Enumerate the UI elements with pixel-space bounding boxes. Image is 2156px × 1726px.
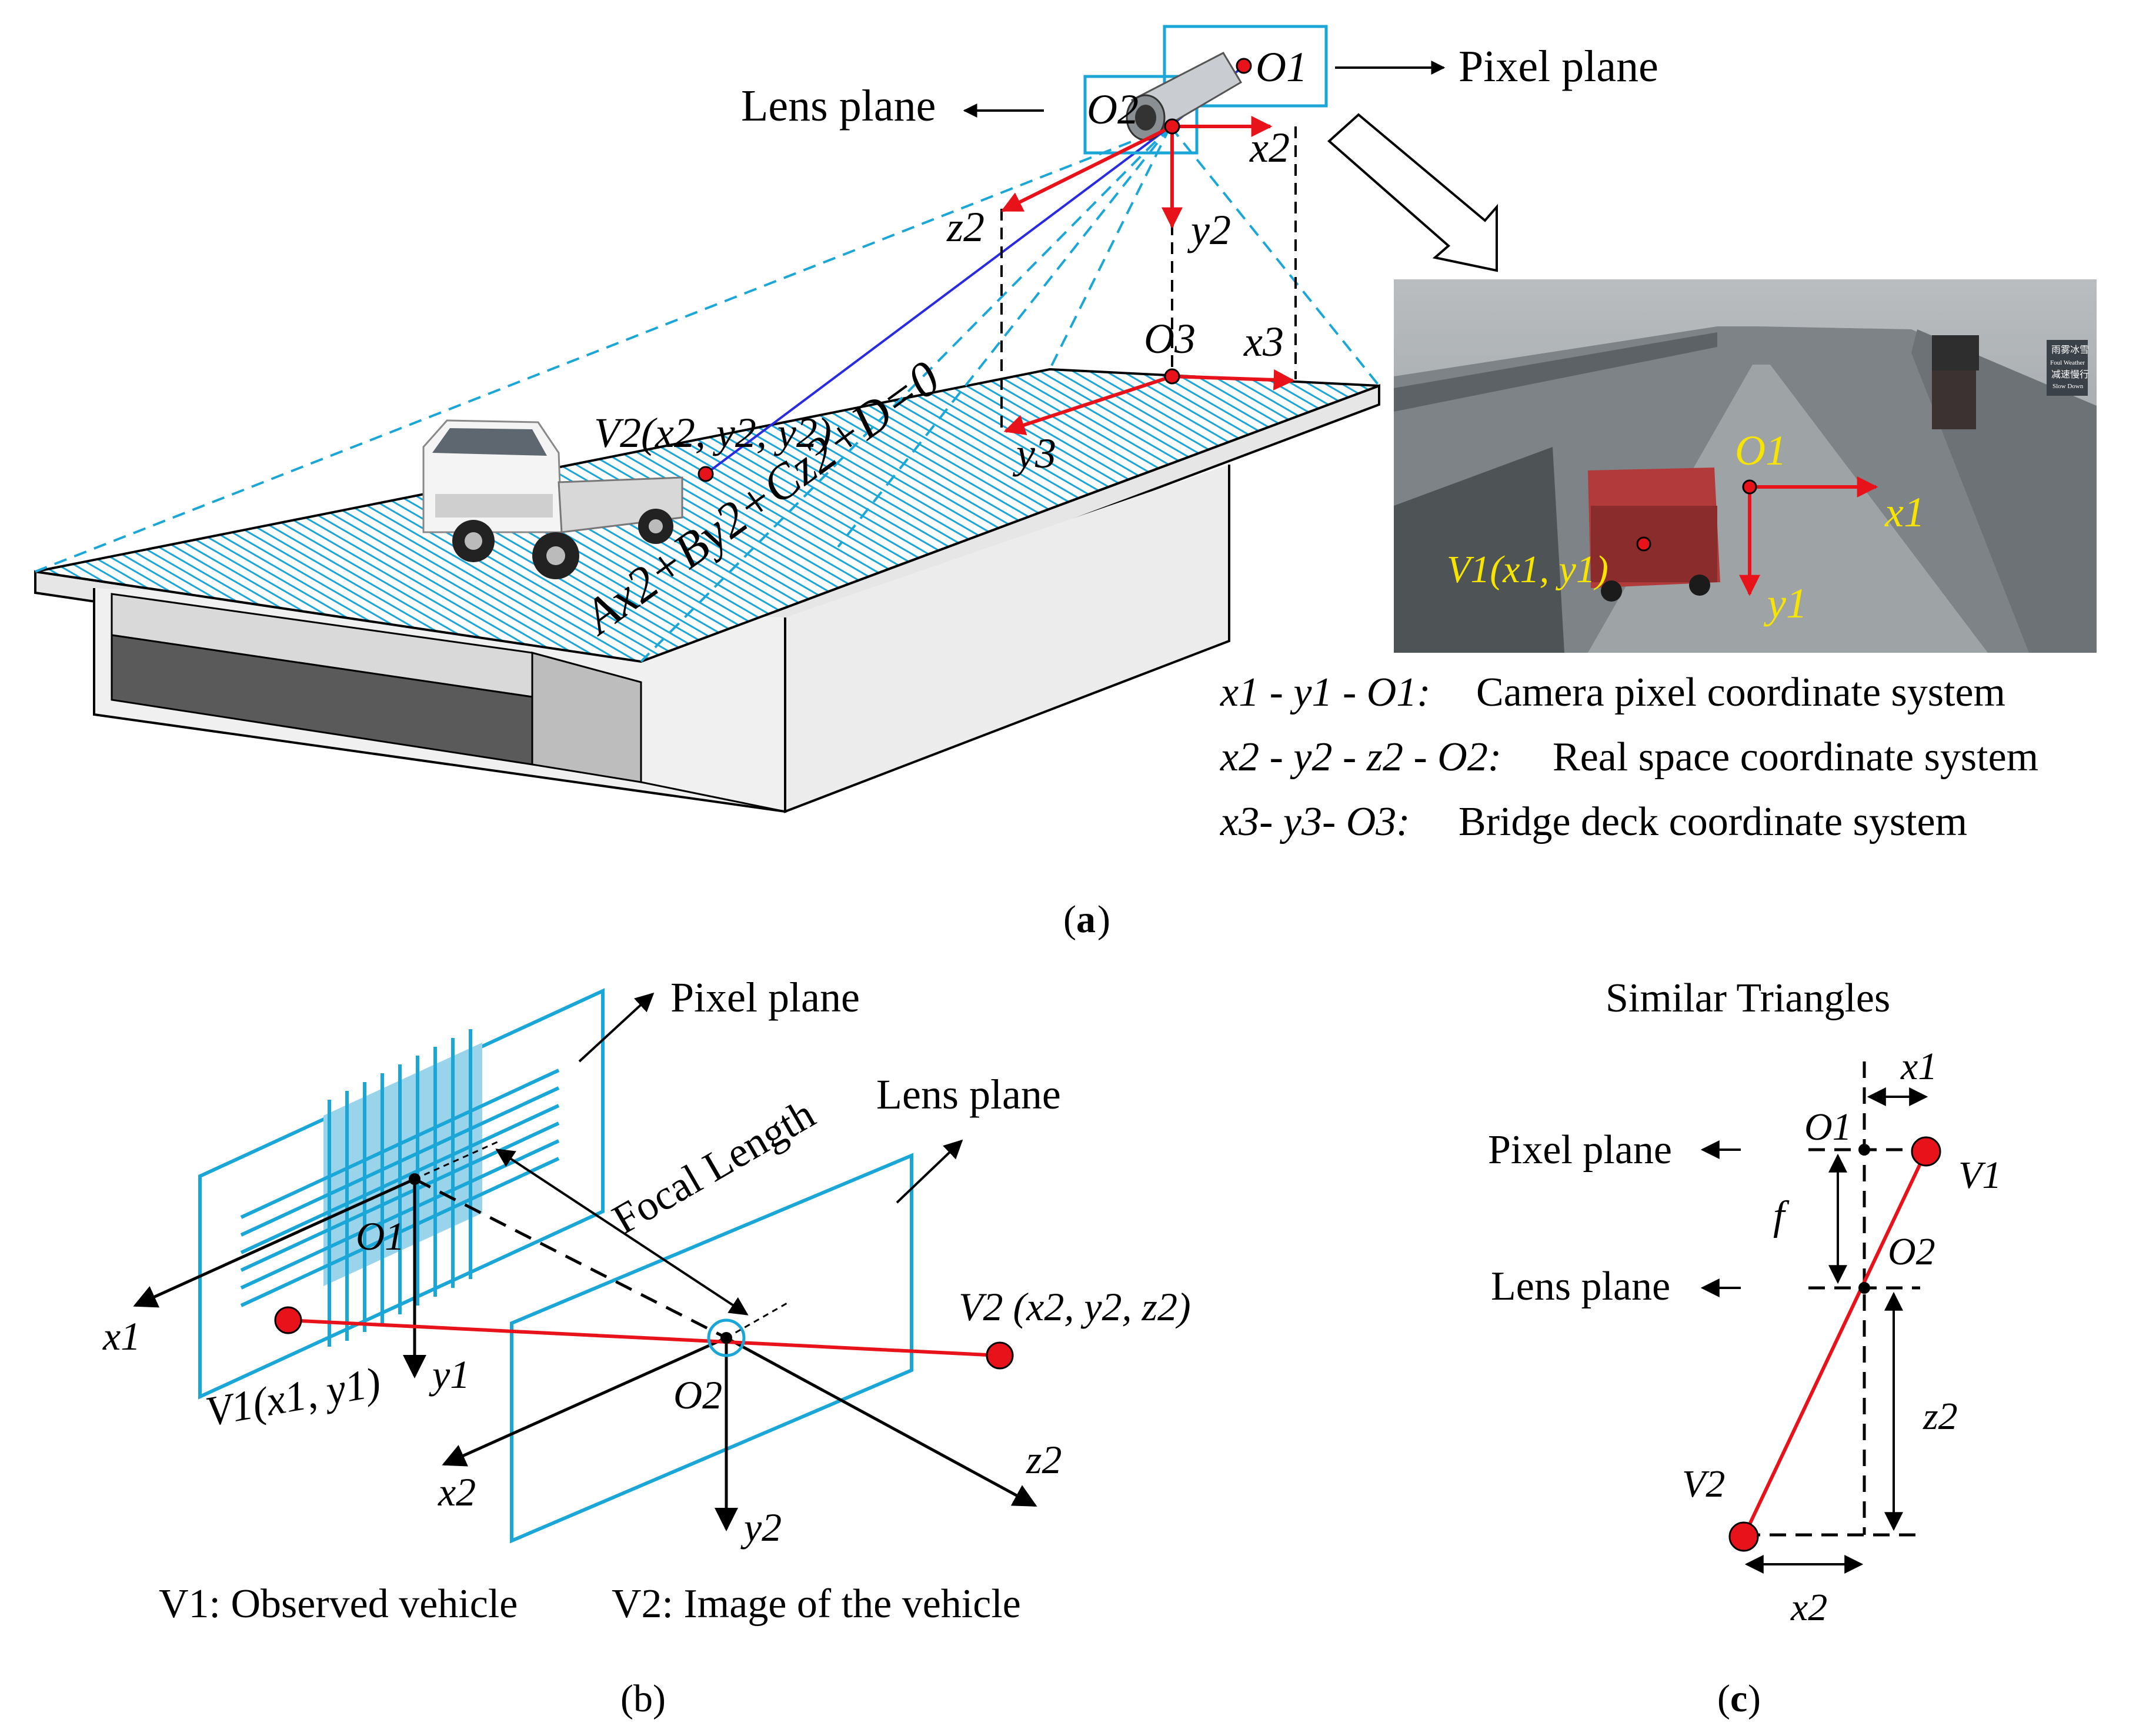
legend-v2: V2: Image of the vehicle [612, 1581, 1021, 1627]
sign-text-1: 雨雾冰雪 [2051, 345, 2089, 355]
lens-plane-b [510, 1153, 913, 1544]
focal-length-arrow [495, 1149, 749, 1316]
label-z2: z2 [946, 203, 984, 251]
label-v2-b: V2 (x2, y2, z2) [959, 1284, 1191, 1329]
label-y2: y2 [1187, 206, 1231, 253]
focal-ext-2 [726, 1301, 789, 1339]
axes-o2 [1000, 116, 1273, 229]
label-o2: O2 [1087, 86, 1139, 133]
truck-image [422, 419, 683, 579]
label-o3: O3 [1144, 315, 1196, 362]
caption-a-close: ) [1097, 898, 1110, 941]
point-o2-b [720, 1332, 732, 1344]
label-o2-b: O2 [673, 1373, 722, 1417]
label-x2-b: x2 [438, 1470, 476, 1514]
label-y2-b: y2 [740, 1505, 782, 1550]
label-focal-length: Focal Length [605, 1090, 823, 1243]
lens-center-ring [707, 1318, 746, 1357]
legend-desc-2: Real space coordinate system [1553, 735, 2038, 780]
label-f-c: f [1773, 1193, 1790, 1238]
legend-desc-3: Bridge deck coordinate system [1459, 799, 1967, 844]
sign-text-3: 减速慢行 [2051, 369, 2089, 380]
photo-label-x1: x1 [1884, 489, 1925, 536]
caption-c-close: ) [1748, 1677, 1761, 1720]
label-z2-b: z2 [1026, 1437, 1062, 1482]
point-o2-c [1858, 1282, 1870, 1294]
label-o2-c: O2 [1888, 1230, 1935, 1273]
photo-point-v1 [1636, 536, 1651, 552]
label-lens-plane-b: Lens plane [876, 1071, 1061, 1118]
point-o2 [1164, 118, 1180, 135]
label-x3: x3 [1243, 318, 1284, 365]
point-o1-c [1858, 1144, 1870, 1156]
point-o3 [1164, 368, 1180, 385]
label-v1-c: V1 [1958, 1154, 2001, 1197]
label-o1-c: O1 [1804, 1106, 1852, 1149]
pixel-grid [240, 1029, 560, 1347]
bridge-deck [35, 368, 1380, 663]
label-z2-c: z2 [1923, 1395, 1958, 1438]
arrow-lens-plane-b [896, 1139, 963, 1204]
title-similar-triangles: Similar Triangles [1606, 976, 1890, 1021]
coordinate-legend: x1 - y1 - O1: Camera pixel coordinate sy… [1220, 670, 2038, 844]
camera-photo-inset: 雨雾冰雪 Foul Weather 减速慢行 Slow Down O1 x1 y… [1394, 279, 2097, 653]
label-lens-plane-a: Lens plane [741, 81, 936, 131]
label-o1-b: O1 [356, 1214, 405, 1258]
photo-label-v1: V1(x1, y1) [1447, 548, 1608, 591]
ray-v1-v2 [288, 1318, 1000, 1357]
axis-z2-b [725, 1336, 1037, 1507]
label-pixel-plane-b: Pixel plane [670, 974, 860, 1021]
point-v1-c [1911, 1136, 1941, 1167]
label-lens-plane-c: Lens plane [1491, 1264, 1670, 1309]
sign-text-4: Slow Down [2052, 383, 2084, 390]
point-v2-c [1728, 1521, 1759, 1552]
point-v2 [697, 466, 714, 482]
axes-o3 [1003, 369, 1295, 435]
hollow-arrow [1327, 113, 1498, 272]
legend-sym-2: x2 - y2 - z2 - O2: [1220, 735, 1501, 780]
caption-b: (b) [620, 1677, 666, 1720]
label-v2-c: V2 [1682, 1463, 1725, 1505]
legend-sym-1: x1 - y1 - O1: [1220, 670, 1431, 715]
label-v2: V2(x2, y2, y2) [594, 409, 832, 456]
ray-to-vehicle [705, 125, 1172, 475]
label-v1-b: V1(x1, y1) [202, 1358, 384, 1435]
sign-text-2: Foul Weather [2050, 359, 2085, 366]
photo-point-o1 [1742, 479, 1757, 495]
photo-label-y1: y1 [1763, 580, 1807, 627]
camera-icon [1083, 25, 1328, 155]
label-x2-c: x2 [1790, 1586, 1827, 1629]
camera-field-of-view [35, 125, 1380, 663]
label-pixel-plane-c: Pixel plane [1488, 1127, 1672, 1173]
axis-x1-b [133, 1177, 416, 1308]
label-y1-b: y1 [429, 1352, 470, 1397]
panel-b: Pixel plane Lens plane Focal Length O1 O… [102, 974, 1191, 1720]
panel-a: O1 O2 O3 x2 y2 z2 x3 y3 V2(x2, y2, y2) A… [34, 25, 2097, 941]
axis-x2-b [442, 1336, 727, 1467]
photo-label-o1: O1 [1735, 427, 1787, 474]
label-o1: O1 [1256, 44, 1307, 91]
caption-a: a [1076, 898, 1096, 941]
label-pixel-plane-a: Pixel plane [1459, 42, 1658, 91]
legend-sym-3: x3- y3- O3: [1220, 799, 1410, 844]
focal-ext-1 [414, 1140, 500, 1180]
caption-a-open: ( [1063, 898, 1076, 941]
projection-lines [1000, 126, 1297, 432]
label-x1-b: x1 [102, 1314, 141, 1358]
ray-c [1742, 1150, 1928, 1538]
caption-c-open: ( [1717, 1677, 1730, 1720]
point-o1 [1236, 58, 1252, 74]
point-o1-b [409, 1173, 420, 1185]
point-v2-b [986, 1341, 1014, 1370]
label-y3: y3 [1012, 430, 1056, 477]
arrow-pixel-plane-b [578, 992, 655, 1063]
legend-desc-1: Camera pixel coordinate system [1476, 670, 2005, 715]
label-x2: x2 [1249, 124, 1290, 171]
legend-v1: V1: Observed vehicle [159, 1581, 518, 1627]
point-v1-b [274, 1306, 302, 1334]
panel-c: Similar Triangles Pixel plane Lens plane… [1488, 976, 2001, 1720]
label-x1-c: x1 [1900, 1045, 1937, 1088]
caption-c: c [1730, 1677, 1747, 1720]
